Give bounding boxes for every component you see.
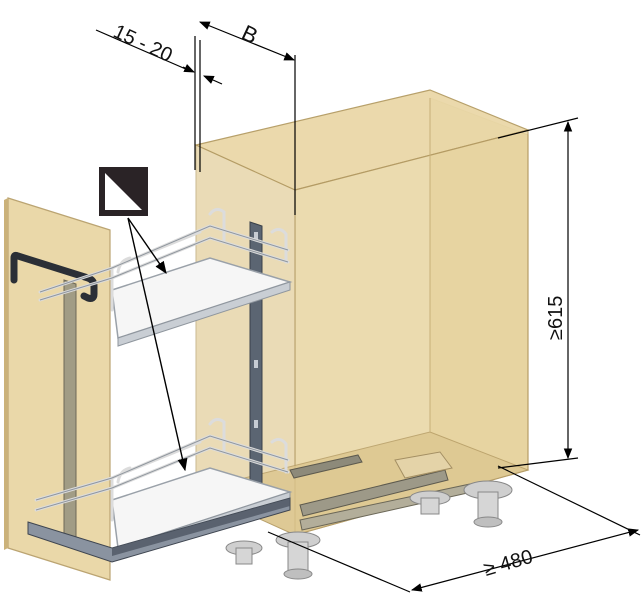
upper-basket <box>38 207 293 347</box>
depth-dimension <box>267 465 641 593</box>
width-dimension-label: B <box>238 20 262 49</box>
width-dimension <box>198 21 296 215</box>
depth-dimension-label: ≥ 480 <box>481 546 535 581</box>
legend-pointers <box>127 217 188 472</box>
foot-3 <box>275 531 321 580</box>
cabinet-carcass <box>194 89 530 536</box>
triangle-legend-icon <box>99 167 148 216</box>
height-dimension <box>497 117 579 469</box>
leveling-feet <box>225 480 513 580</box>
foot-2 <box>409 490 451 515</box>
gap-dimension <box>95 29 223 172</box>
foot-1 <box>463 480 513 528</box>
lower-basket <box>27 417 293 563</box>
handle <box>10 251 98 302</box>
foot-4 <box>225 540 263 565</box>
gap-dimension-label: 15 - 20 <box>110 21 176 67</box>
height-dimension-label: ≥615 <box>545 296 567 340</box>
